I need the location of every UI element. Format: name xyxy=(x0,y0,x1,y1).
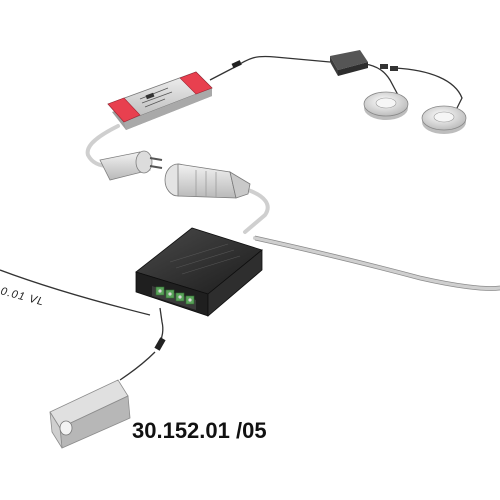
terminal-block xyxy=(152,286,196,310)
cable-driver-to-plug xyxy=(85,124,120,168)
cable-junction-to-spot-1 xyxy=(364,63,399,96)
socket-coupler xyxy=(164,163,251,199)
cable-plug-to-sensor xyxy=(119,351,156,381)
cable-junction-to-spot-2 xyxy=(394,67,463,113)
mains-cables-outline xyxy=(254,235,500,291)
thin-cables xyxy=(0,55,463,381)
part-number-label: 30.152.01 /05 xyxy=(132,418,267,443)
connector-sleeves xyxy=(154,60,398,351)
sensor-button xyxy=(59,420,73,436)
cable-box-to-right xyxy=(253,236,500,291)
sensor-switch xyxy=(49,379,131,449)
cable-driver-to-junction xyxy=(209,55,331,81)
control-box xyxy=(135,227,263,317)
cable-socket-to-box xyxy=(243,188,270,234)
cable-to-sensor-plug xyxy=(159,307,164,343)
mains-cables xyxy=(85,124,500,291)
cable-left-sensor xyxy=(0,269,151,316)
driver-endcap-right xyxy=(179,71,213,95)
euro-plug xyxy=(99,150,163,181)
spotlight-1 xyxy=(363,91,409,120)
spotlight-2 xyxy=(421,105,467,134)
cable-label: 0.01 VL xyxy=(0,285,46,308)
junction-box xyxy=(330,50,368,76)
led-driver xyxy=(107,71,213,130)
driver-endcap-left xyxy=(107,97,141,123)
